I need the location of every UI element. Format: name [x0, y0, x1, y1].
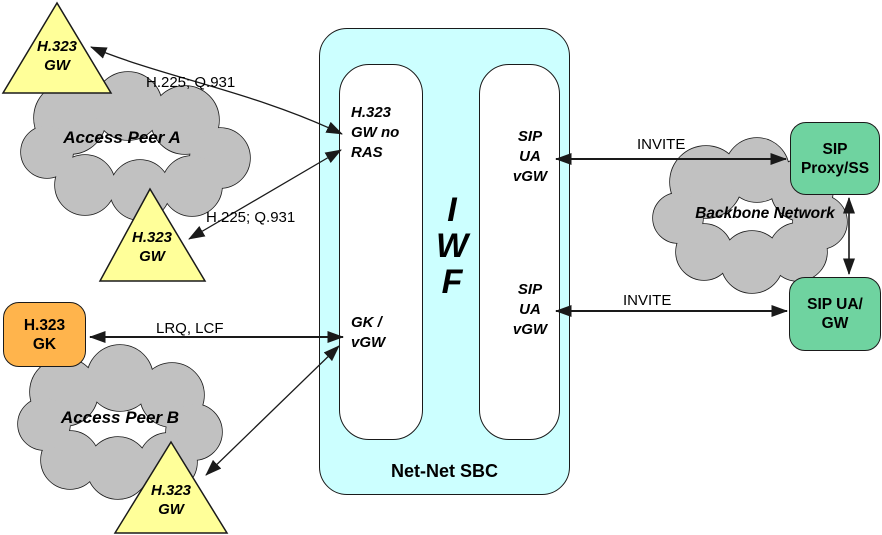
h225-top-label: H.225; Q.931	[146, 74, 236, 91]
h323-interface-pill	[339, 64, 423, 440]
gk-vgw-label: GK / vGW	[351, 314, 386, 351]
sip-ua-gw-label: SIP UA/ GW	[807, 296, 863, 332]
sip-ua-gw-box: SIP UA/ GW	[789, 277, 881, 351]
gw-top-label: H.323 GW	[36, 38, 78, 74]
h323-gw-no-ras-label: H.323 GW no RAS	[351, 104, 400, 161]
sip-interface-pill	[479, 64, 560, 440]
sip-proxy-ss-label: SIP Proxy/SS	[800, 140, 870, 177]
sip-ua-vgw-top-label: SIP UA vGW	[512, 128, 548, 185]
h323-gk-box: H.323 GK	[3, 302, 86, 367]
gw-mid-label: H.323 GW	[131, 229, 173, 265]
invite-bottom-label: INVITE	[623, 292, 672, 309]
backbone-network-label: Backbone Network	[695, 205, 835, 222]
netnet-sbc-label: Net-Net SBC	[390, 461, 498, 481]
sip-proxy-ss-box: SIP Proxy/SS	[790, 122, 880, 195]
access-peer-b-label: Access Peer B	[60, 408, 180, 427]
access-peer-a-label: Access Peer A	[63, 128, 181, 147]
lrq-lcf-label: LRQ, LCF	[156, 320, 224, 337]
h323-gk-label: H.323 GK	[23, 316, 66, 353]
iwf-label: I W F	[435, 191, 469, 301]
invite-top-label: INVITE	[637, 136, 686, 153]
h225-mid-label: H.225; Q.931	[206, 209, 296, 226]
sip-ua-vgw-bottom-label: SIP UA vGW	[512, 281, 548, 338]
gw-bottom-label: H.323 GW	[150, 482, 192, 518]
